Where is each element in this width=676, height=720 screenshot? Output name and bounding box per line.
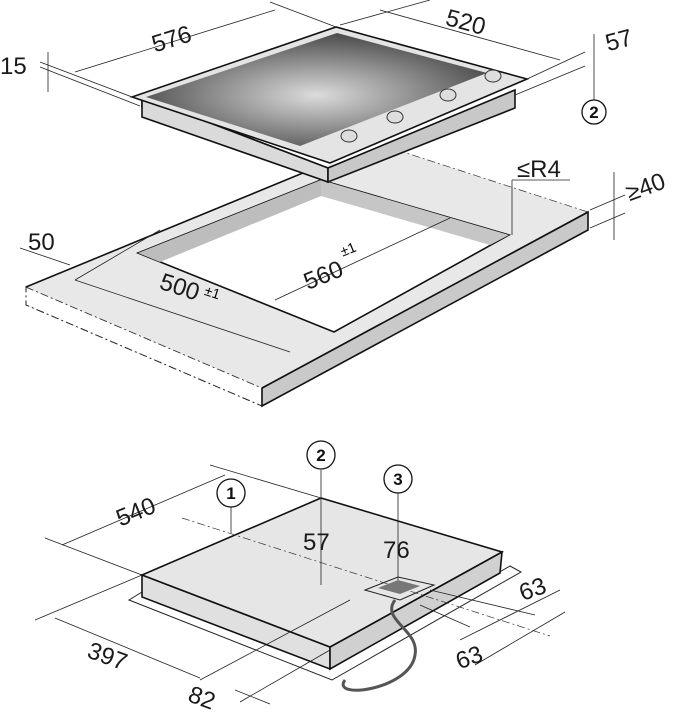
callout-2-bottom: 2 — [306, 440, 336, 470]
svg-text:3: 3 — [393, 470, 402, 489]
top-dimension-lines — [19, 0, 626, 353]
power-cable — [341, 599, 417, 692]
connection-box — [363, 576, 436, 601]
svg-text:1: 1 — [226, 484, 235, 503]
dimension-520: 520 — [443, 4, 489, 40]
height-57: 57 — [303, 529, 330, 556]
glass-ceramic-surface — [146, 33, 487, 146]
countertop — [25, 149, 589, 408]
dimension-57: 57 — [603, 24, 636, 57]
radius-label: ≤R4 — [517, 156, 561, 183]
dimension-576: 576 — [149, 21, 195, 59]
svg-text:±1: ±1 — [203, 282, 223, 302]
bottom-dimension-lines — [34, 464, 566, 705]
svg-text:2: 2 — [589, 103, 598, 122]
dimension-540: 540 — [112, 492, 159, 532]
svg-text:±1: ±1 — [338, 239, 359, 260]
dimension-397: 397 — [84, 637, 131, 676]
callout-3: 3 — [383, 464, 413, 494]
svg-text:2: 2 — [316, 446, 325, 465]
height-76: 76 — [383, 537, 410, 564]
callout-1: 1 — [216, 478, 246, 508]
control-knobs — [340, 69, 502, 143]
callout-2-top: 2 — [581, 99, 607, 125]
dimension-50: 50 — [28, 229, 55, 256]
offset-63-bottom: 63 — [452, 641, 486, 676]
dimension-82: 82 — [185, 681, 219, 716]
hob-bottom-view — [127, 497, 551, 692]
dimension-15: 15 — [0, 53, 27, 80]
hob-top-view — [129, 26, 530, 184]
countertop-thickness-label: ≥40 — [622, 168, 669, 207]
offset-63-top: 63 — [516, 572, 550, 607]
